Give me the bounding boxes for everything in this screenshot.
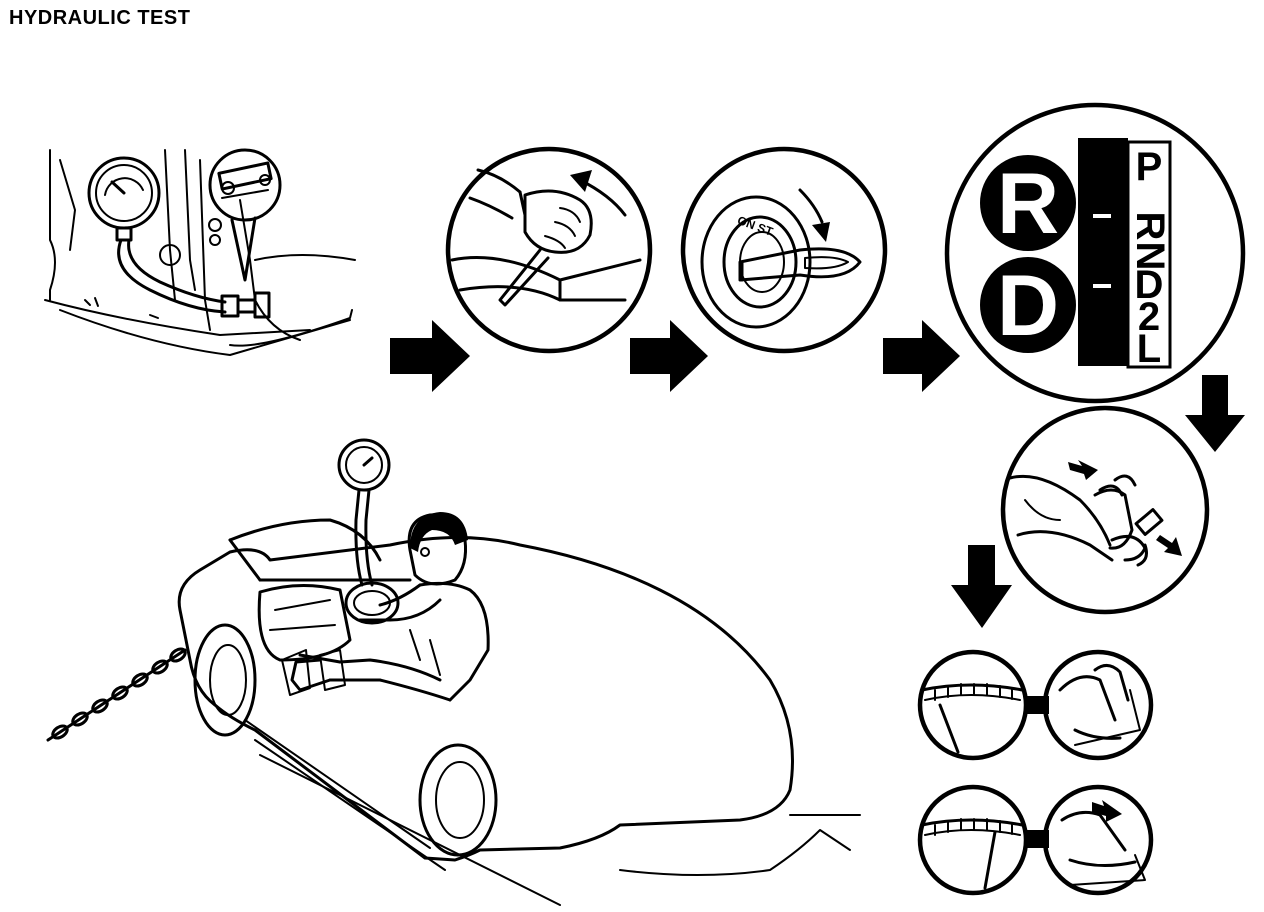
gate-letter-p: P — [1136, 145, 1163, 189]
drive-badge — [980, 257, 1076, 353]
parking-brake-illustration — [445, 146, 653, 354]
gate-letter-l: L — [1137, 327, 1161, 371]
gear-selector-illustration: R D P R N D 2 L — [944, 102, 1246, 404]
gate-letter-r: R — [1128, 212, 1172, 241]
step-arrow-3 — [883, 320, 960, 392]
gate-letter-2: 2 — [1138, 295, 1160, 339]
gauge-connection-illustration — [44, 148, 356, 356]
ignition-key-illustration: ON ST — [680, 146, 888, 354]
car-test-illustration — [46, 438, 861, 906]
gate-letter-d: D — [1135, 263, 1164, 307]
throttle-check-bottom — [917, 784, 1154, 896]
pedal-press-illustration — [1000, 405, 1210, 615]
reverse-badge — [980, 155, 1076, 251]
gate-letter-n: N — [1128, 242, 1172, 271]
throttle-check-top — [917, 649, 1154, 761]
reverse-letter: R — [997, 156, 1059, 252]
step-arrow-1 — [390, 320, 470, 392]
page-title: HYDRAULIC TEST — [9, 7, 191, 29]
step-arrow-5 — [951, 545, 1012, 628]
step-arrow-4 — [1185, 375, 1245, 452]
drive-letter: D — [997, 258, 1059, 354]
selector-slot — [1078, 138, 1128, 366]
gear-gate-panel — [1126, 140, 1172, 369]
step-arrow-2 — [630, 320, 708, 392]
